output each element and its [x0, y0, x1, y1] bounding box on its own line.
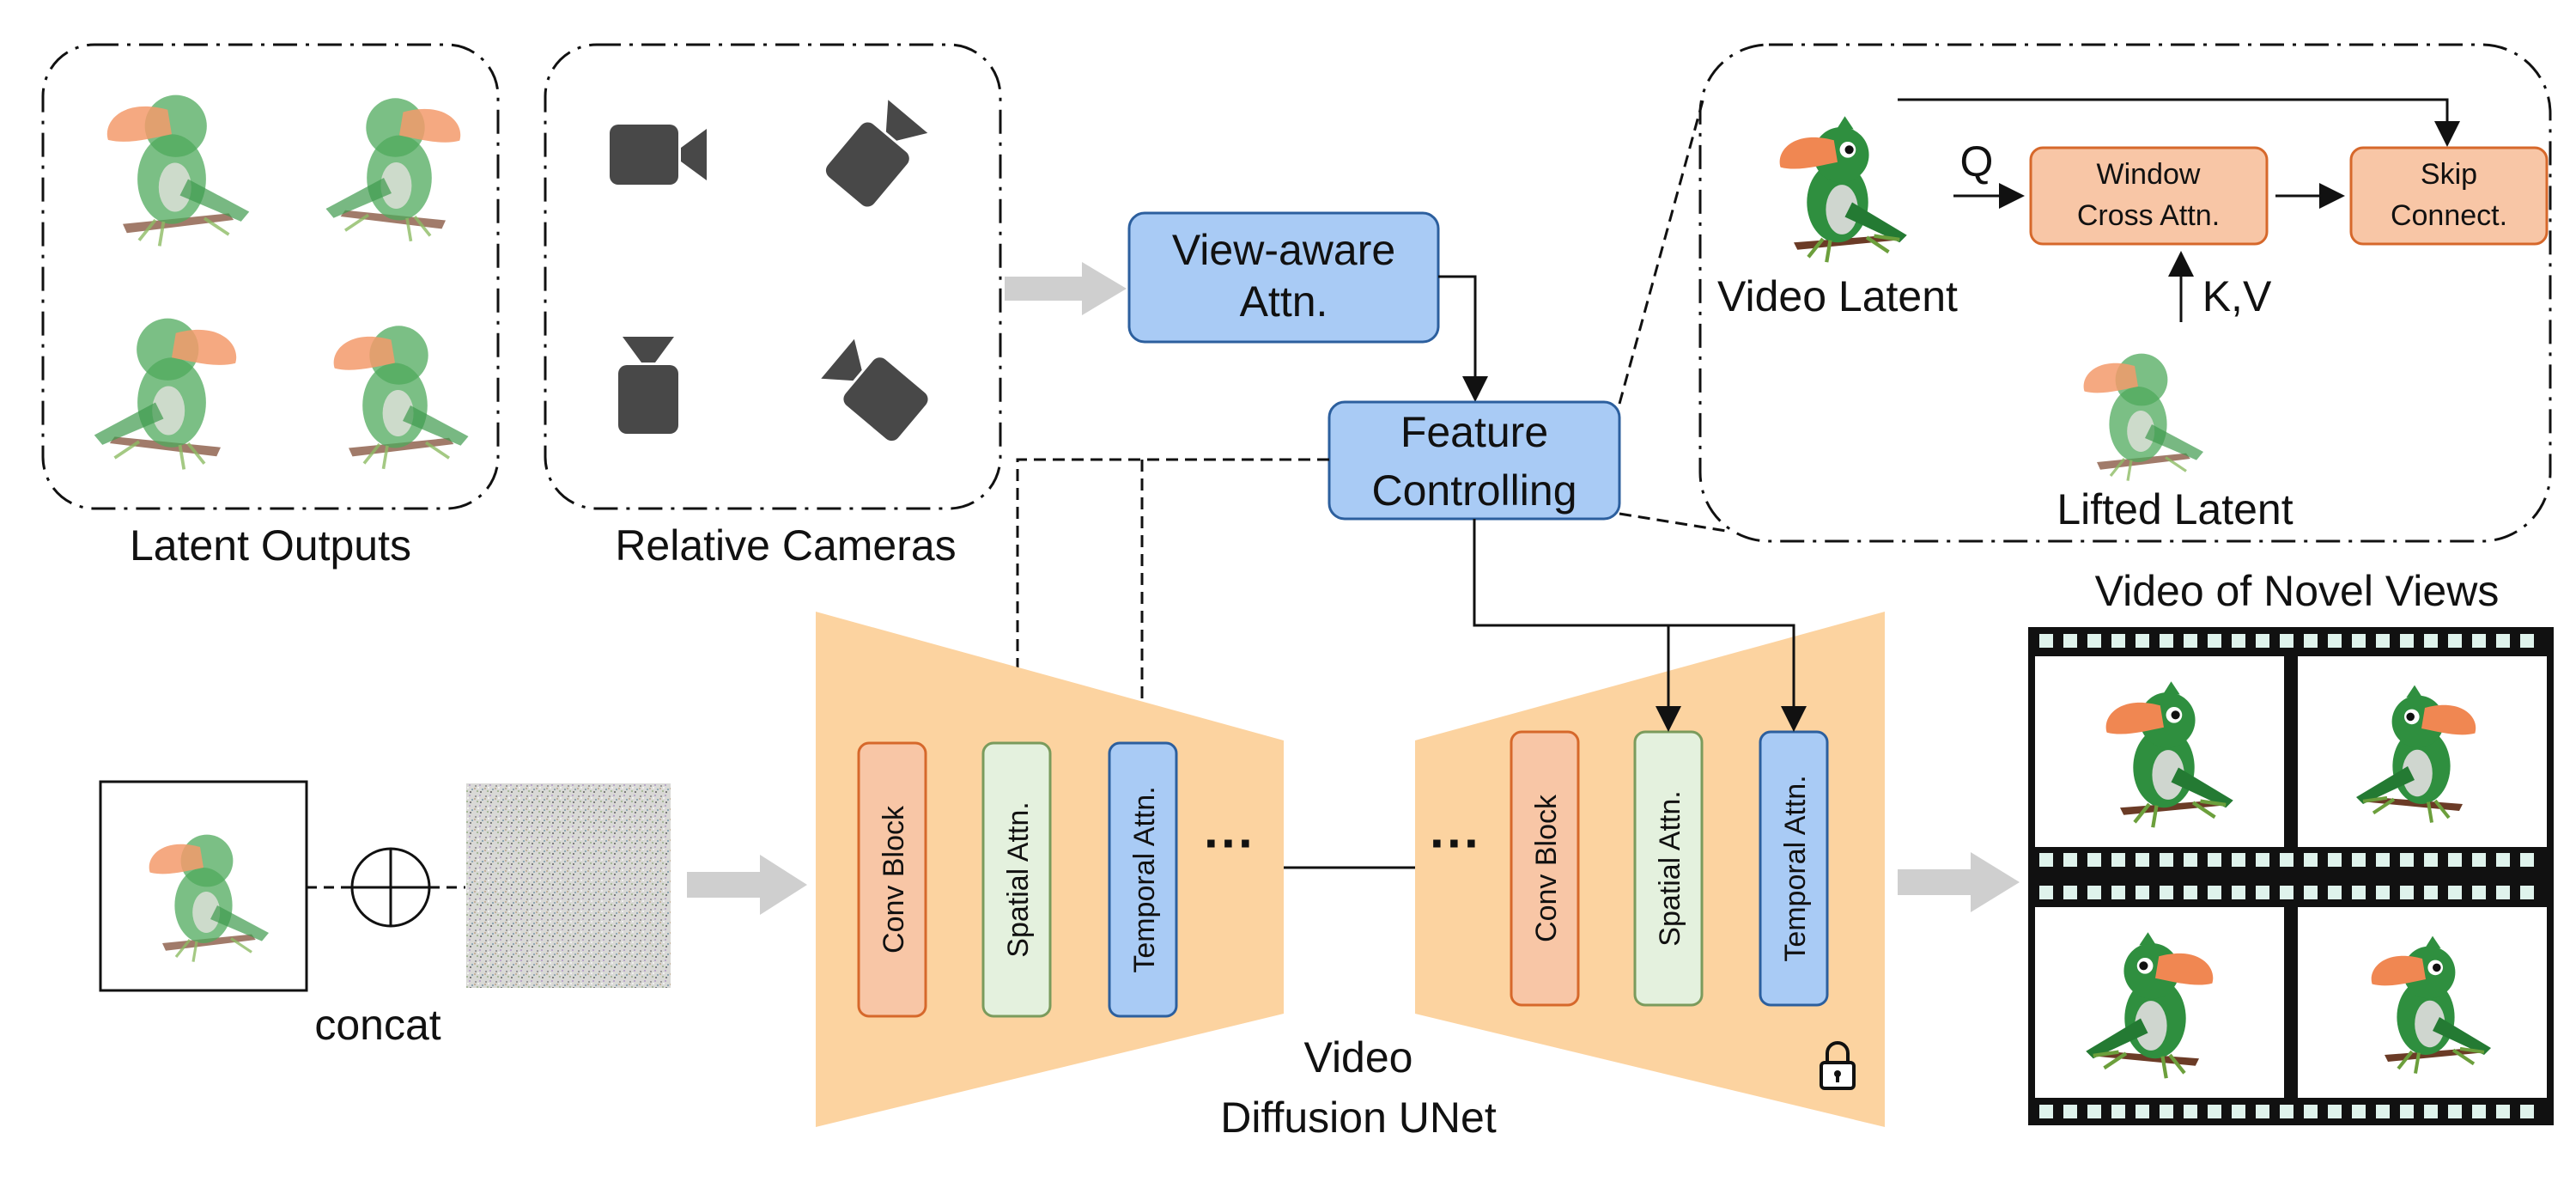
camera-icon	[818, 335, 932, 445]
lifted-latent-label: Lifted Latent	[2057, 485, 2293, 533]
view-aware-line2: Attn.	[1240, 277, 1328, 326]
arrow-feature-to-dec-temporal	[1473, 519, 1807, 732]
concat-label: concat	[314, 1001, 440, 1049]
dashed-link-spatial	[1016, 458, 1329, 740]
dec-temporal-label: Temporal Attn.	[1779, 775, 1812, 961]
novel-views-label: Video of Novel Views	[2095, 567, 2500, 615]
enc-conv-label: Conv Block	[878, 805, 910, 954]
relative-cameras-frame	[544, 43, 1002, 510]
arrow-skip-top	[1898, 98, 2460, 147]
lock-icon	[1820, 1041, 1856, 1090]
latent-bird-4	[331, 324, 471, 471]
feature-line1: Feature	[1400, 408, 1548, 456]
view-aware-line1: View-aware	[1172, 226, 1395, 274]
enc-temporal-label: Temporal Attn.	[1128, 786, 1161, 972]
dec-spatial-label: Spatial Attn.	[1654, 790, 1686, 946]
lifted-latent-bird	[2082, 352, 2205, 483]
q-label: Q	[1960, 137, 1994, 186]
camera-icon	[618, 337, 678, 434]
camera-icon	[610, 125, 707, 185]
zoom-line-top	[1618, 94, 1706, 405]
dec-conv-label: Conv Block	[1530, 794, 1563, 942]
dec-conv-block	[1510, 730, 1580, 1007]
zoom-line-bottom	[1619, 512, 1727, 533]
skip-line1: Skip	[2421, 158, 2477, 191]
gray-arrow-cameras	[1005, 262, 1127, 315]
circle-plus-icon	[350, 847, 431, 928]
window-cross-attn-box	[2029, 146, 2269, 246]
latent-bird-2	[324, 96, 463, 243]
latent-outputs-label: Latent Outputs	[130, 521, 411, 570]
video-latent-bird	[1780, 116, 1907, 262]
dec-temporal-block	[1759, 730, 1829, 1007]
dec-dots: ···	[1430, 814, 1481, 872]
window-line2: Cross Attn.	[2077, 199, 2220, 232]
noise-image	[466, 783, 671, 988]
camera-icon	[822, 97, 932, 210]
gray-arrow-input	[687, 855, 807, 915]
feature-line2: Controlling	[1371, 466, 1577, 515]
dec-spatial-block	[1633, 730, 1704, 1007]
arrow-view-to-feature	[1438, 275, 1488, 402]
enc-conv-block	[857, 741, 927, 1018]
skip-connect-box	[2349, 146, 2549, 246]
video-latent-label: Video Latent	[1717, 272, 1958, 320]
enc-dots: ···	[1204, 814, 1255, 872]
relative-cameras-label: Relative Cameras	[615, 521, 956, 570]
detail-panel-frame	[1698, 43, 2552, 543]
gray-arrow-output	[1898, 852, 2020, 912]
latent-bird-1	[105, 93, 252, 248]
skip-line2: Connect.	[2391, 199, 2507, 232]
enc-spatial-label: Spatial Attn.	[1002, 801, 1035, 957]
latent-outputs-frame	[41, 43, 500, 510]
enc-temporal-block	[1108, 741, 1178, 1018]
unet-line1: Video	[1304, 1033, 1413, 1081]
kv-label: K,V	[2202, 272, 2272, 320]
window-line1: Window	[2097, 158, 2201, 191]
latent-bird-3	[92, 316, 239, 472]
unet-line2: Diffusion UNet	[1220, 1094, 1497, 1142]
enc-spatial-block	[981, 741, 1052, 1018]
